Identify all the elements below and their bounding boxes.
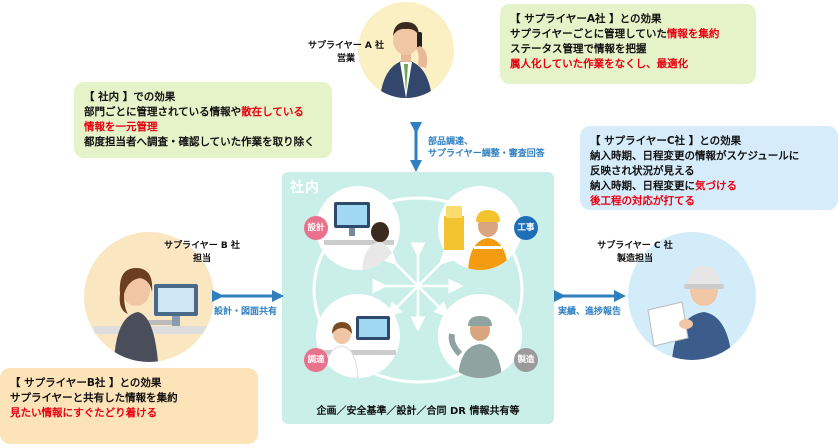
internal-panel-title: 社内	[290, 180, 320, 196]
procurement-staff-pc-icon	[320, 316, 396, 378]
supplier-c-label: サプライヤー C 社 製造担当	[590, 240, 680, 266]
supplier-b-role: 担当	[192, 254, 211, 264]
supplier-c-effect-line2: 反映され状況が見える	[590, 165, 695, 177]
internal-effect-line1: 部門ごとに管理されている情報や散在している	[84, 106, 304, 118]
construction-worker-icon	[444, 206, 508, 270]
badge-construction: 工事	[514, 216, 538, 240]
internal-effect-box: 【 社内 】での効果 部門ごとに管理されている情報や散在している 情報を一元管理…	[74, 82, 332, 158]
supplier-b-name: サプライヤー B 社	[164, 241, 240, 251]
supplier-a-effect-line2: ステータス管理で情報を把握	[510, 43, 647, 55]
design-department-image	[316, 186, 400, 270]
supplier-a-effect-title: 【 サプライヤーA社 】との効果	[510, 13, 662, 25]
arrow-label-right: 実績、進捗報告	[558, 307, 622, 317]
supplier-c-person-image	[628, 232, 756, 360]
office-worker-pc-icon	[94, 268, 214, 362]
salesperson-phone-icon	[380, 22, 432, 98]
supplier-c-name: サプライヤー C 社	[597, 241, 673, 251]
supplier-a-effect-box: 【 サプライヤーA社 】との効果 サプライヤーごとに管理していた情報を集約 ステ…	[500, 4, 756, 84]
supplier-c-effect-box: 【 サプライヤーC社 】との効果 納入時期、日程変更の情報がスケジュールに 反映…	[580, 126, 838, 210]
badge-manufacturing: 製造	[514, 348, 538, 372]
factory-engineer-icon	[448, 316, 502, 378]
supplier-b-person-image	[84, 232, 214, 362]
construction-department-image	[438, 186, 522, 270]
supplier-c-effect-title: 【 サプライヤーC社 】との効果	[590, 135, 742, 147]
internal-effect-title: 【 社内 】での効果	[84, 91, 176, 103]
supplier-c-effect-line4: 後工程の対応が打てる	[590, 195, 695, 207]
supplier-a-effect-line1: サプライヤーごとに管理していた情報を集約	[510, 28, 720, 40]
supplier-b-effect-line1: サプライヤーと共有した情報を集約	[10, 392, 178, 404]
supplier-c-effect-line3: 納入時期、日程変更に気づける	[590, 180, 737, 192]
factory-worker-document-icon	[647, 266, 732, 360]
internal-effect-line3: 都度担当者へ調査・確認していた作業を取り除く	[84, 136, 315, 148]
arrow-label-left: 設計・図面共有	[214, 307, 278, 317]
manufacturing-department-image	[438, 294, 522, 378]
supplier-a-person-image	[358, 2, 454, 98]
supplier-b-effect-line2: 見たい情報にすぐたどり着ける	[10, 407, 158, 419]
internal-effect-line2: 情報を一元管理	[84, 121, 158, 133]
supplier-b-effect-title: 【 サプライヤーB社 】との効果	[10, 377, 162, 389]
badge-design: 設計	[304, 216, 328, 240]
procurement-department-image	[316, 294, 400, 378]
badge-procurement: 調達	[304, 348, 328, 372]
supplier-a-role: 営業	[336, 54, 355, 64]
internal-cycle-arrows	[312, 196, 524, 384]
supplier-c-effect-line1: 納入時期、日程変更の情報がスケジュールに	[590, 150, 800, 162]
supplier-c-role: 製造担当	[616, 254, 653, 264]
supplier-a-label: サプライヤー A 社 営業	[306, 40, 386, 66]
internal-panel-footer: 企画／安全基準／設計／合同 DR 情報共有等	[316, 406, 520, 417]
supplier-b-label: サプライヤー B 社 担当	[162, 240, 242, 266]
arrow-label-top: 部品調達、 サプライヤー調整・審查回答	[428, 137, 545, 159]
supplier-a-name: サプライヤー A 社	[308, 41, 384, 51]
supplier-a-effect-line3: 属人化していた作業をなくし、最適化	[510, 58, 689, 70]
supplier-b-effect-box: 【 サプライヤーB社 】との効果 サプライヤーと共有した情報を集約 見たい情報に…	[0, 368, 258, 444]
